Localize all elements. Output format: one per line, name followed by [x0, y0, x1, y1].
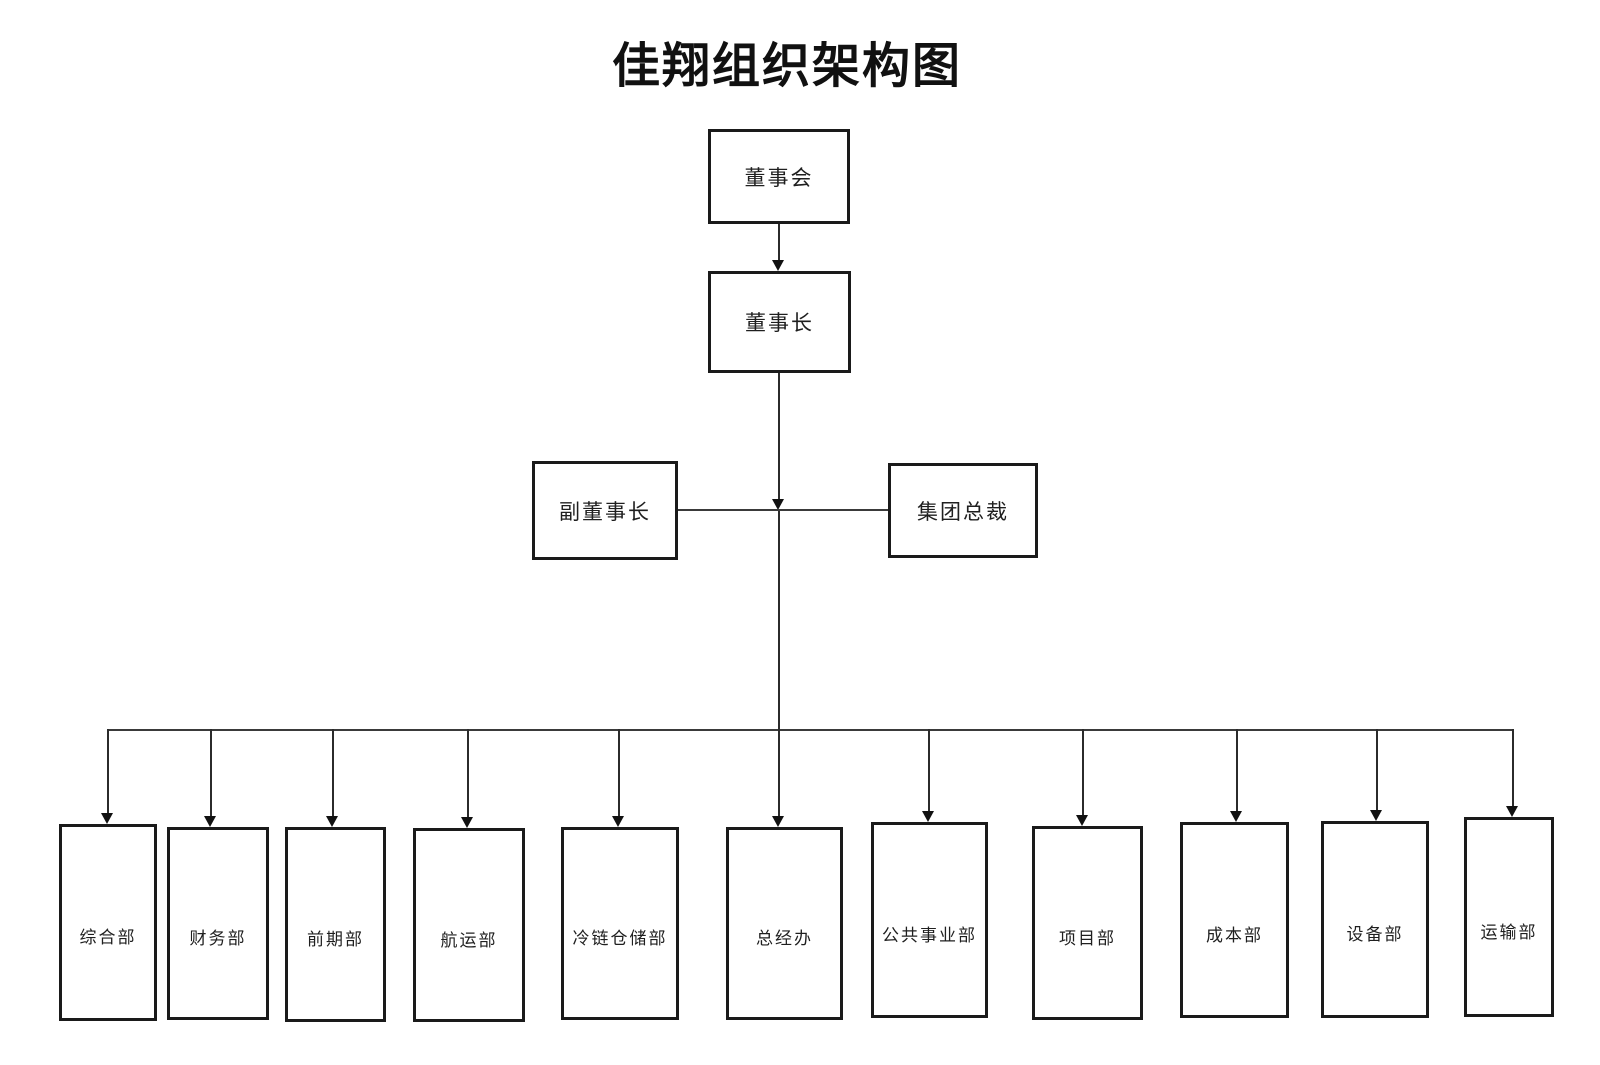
edge-drop-1 [107, 729, 109, 813]
dept-label: 航运部 [440, 930, 498, 950]
dept-label: 财务部 [189, 929, 247, 948]
dept-label: 项目部 [1059, 928, 1116, 948]
edge-drop-5 [618, 729, 620, 816]
dept-label: 设备部 [1346, 925, 1404, 944]
dept-label: 冷链仓储部 [572, 929, 668, 948]
arrowhead-chairman [772, 260, 784, 271]
node-president-label: 集团总裁 [917, 499, 1009, 524]
edge-drop-4 [467, 729, 469, 817]
arrowhead-drop-2 [204, 816, 216, 827]
node-vice-chairman-label: 副董事长 [559, 499, 651, 524]
arrowhead-drop-3 [326, 816, 338, 827]
arrowhead-drop-1 [101, 813, 113, 824]
arrowhead-drop-4 [461, 817, 473, 828]
edge-trunk [778, 511, 780, 731]
node-chairman: 董事长 [708, 271, 851, 373]
node-dept-zongjingban: 总经办 [726, 827, 843, 1020]
node-board: 董事会 [708, 129, 850, 224]
edge-drop-10 [1376, 729, 1378, 810]
node-dept-shebei: 设备部 [1321, 821, 1429, 1018]
chart-title: 佳翔组织架构图 [611, 40, 962, 93]
edge-distribution [107, 729, 1514, 731]
dept-label: 总经办 [756, 929, 813, 948]
dept-label: 运输部 [1480, 922, 1538, 942]
node-president: 集团总裁 [888, 463, 1038, 558]
dept-label: 公共事业部 [882, 925, 977, 945]
node-dept-qianqi: 前期部 [285, 827, 386, 1022]
edge-drop-11 [1512, 729, 1514, 806]
node-board-label: 董事会 [744, 165, 814, 190]
arrowhead-drop-6 [772, 816, 784, 827]
node-vice-chairman: 副董事长 [532, 461, 678, 560]
arrowhead-drop-9 [1230, 811, 1242, 822]
dept-label: 成本部 [1206, 925, 1263, 945]
edge-drop-6 [778, 729, 780, 816]
edge-drop-7 [928, 729, 930, 811]
dept-label: 前期部 [307, 930, 364, 949]
node-dept-xiangmu: 项目部 [1032, 826, 1143, 1020]
node-dept-lenglian-cangchu: 冷链仓储部 [561, 827, 679, 1020]
arrowhead-drop-7 [922, 811, 934, 822]
node-dept-caiwu: 财务部 [167, 827, 269, 1020]
node-dept-gonggong-shiye: 公共事业部 [871, 822, 988, 1018]
edge-chairman-junction [778, 373, 780, 499]
arrowhead-drop-5 [612, 816, 624, 827]
node-dept-yunshu: 运输部 [1464, 817, 1554, 1017]
arrowhead-drop-10 [1370, 810, 1382, 821]
node-dept-chengben: 成本部 [1180, 822, 1289, 1018]
arrowhead-drop-8 [1076, 815, 1088, 826]
edge-vice-president-connector [678, 509, 888, 511]
edge-drop-9 [1236, 729, 1238, 811]
node-dept-hangyun: 航运部 [413, 828, 525, 1022]
edge-drop-3 [332, 729, 334, 816]
edge-drop-2 [210, 729, 212, 816]
node-dept-zonghe: 综合部 [59, 824, 157, 1021]
arrowhead-junction [772, 499, 784, 510]
arrowhead-drop-11 [1506, 806, 1518, 817]
dept-label: 综合部 [79, 928, 137, 947]
edge-drop-8 [1082, 729, 1084, 815]
edge-board-chairman [778, 224, 780, 260]
node-chairman-label: 董事长 [745, 311, 814, 335]
